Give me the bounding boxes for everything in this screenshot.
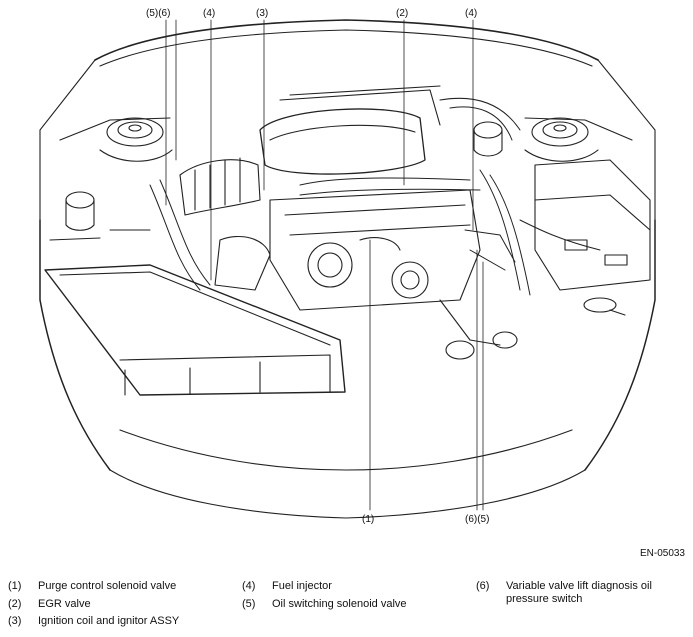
legend-text: Fuel injector [272, 580, 332, 592]
legend-text-line-1: Variable valve lift diagnosis oil [506, 580, 652, 592]
legend-number: (5) [242, 598, 256, 610]
legend-text: Oil switching solenoid valve [272, 598, 407, 610]
legend-number: (3) [8, 615, 22, 627]
legend: (1) Purge control solenoid valve (2) EGR v… [0, 576, 693, 636]
legend-item-2: (2) EGR valve [8, 598, 91, 611]
leader-lines [165, 19, 484, 511]
legend-text-line-2: pressure switch [506, 593, 583, 605]
legend-text: EGR valve [38, 598, 91, 610]
legend-item-4: (4) Fuel injector [242, 580, 332, 593]
air-intake-duct [44, 264, 346, 396]
callout-4-top-right: (4) [465, 8, 477, 19]
engine-compartment-diagram: (5)(6) (4) (3) (2) (4) (1) (6)(5) [39, 8, 656, 525]
callout-6-5-bottom: (6)(5) [465, 514, 489, 525]
callout-5-6-top: (5)(6) [146, 8, 170, 19]
legend-number: (6) [476, 580, 490, 592]
legend-number: (4) [242, 580, 256, 592]
left-strut-tower [99, 117, 173, 162]
legend-text: Purge control solenoid valve [38, 580, 177, 592]
legend-number: (1) [8, 580, 22, 592]
reservoir-caps [65, 121, 626, 316]
body-outline [39, 117, 656, 519]
callout-3-top: (3) [256, 8, 268, 19]
callout-1-bottom: (1) [362, 514, 374, 525]
battery [534, 159, 651, 291]
callout-2-top: (2) [396, 8, 408, 19]
figure-code: EN-05033 [639, 548, 685, 559]
legend-item-5: (5) Oil switching solenoid valve [242, 598, 407, 611]
legend-number: (2) [8, 598, 22, 610]
right-strut-tower [524, 117, 599, 162]
legend-item-1: (1) Purge control solenoid valve [8, 580, 176, 593]
intake-cover [259, 85, 441, 175]
callout-4-top-left: (4) [203, 8, 215, 19]
engine-block [214, 189, 518, 360]
legend-text: Ignition coil and ignitor ASSY [38, 615, 180, 627]
intake-hose [179, 157, 261, 216]
hood-outline [39, 19, 656, 221]
legend-item-3: (3) Ignition coil and ignitor ASSY [8, 615, 179, 628]
